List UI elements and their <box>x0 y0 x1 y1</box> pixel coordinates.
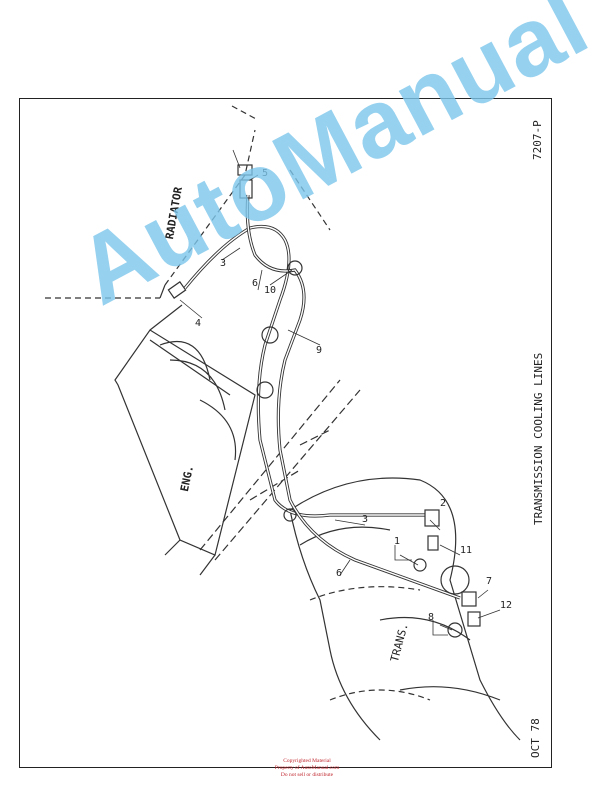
frame-rail-dashed <box>199 379 361 561</box>
clip-9 <box>261 326 279 344</box>
fitting-8 <box>447 622 463 638</box>
callout-6-lower: 6 <box>336 568 343 579</box>
callout-3-upper: 3 <box>220 258 227 269</box>
copyright-footer: Copyrighted Material Property of AutoMan… <box>262 758 352 779</box>
seal-ring <box>440 565 470 595</box>
engine-outline <box>114 304 256 576</box>
callout-3-lower: 3 <box>362 514 369 525</box>
transmission-housing <box>289 477 521 741</box>
fitting-5-nut <box>237 164 253 176</box>
clip-10 <box>287 260 303 276</box>
callout-7: 7 <box>486 576 493 587</box>
document-date: OCT 78 <box>529 718 542 758</box>
radiator-edge <box>159 284 166 299</box>
fitting-5 <box>239 179 253 199</box>
diagram-title: TRANSMISSION COOLING LINES <box>532 352 545 525</box>
hose-3 <box>183 224 425 518</box>
fitting-11 <box>427 535 439 551</box>
fitting-12 <box>467 611 481 627</box>
callout-4: 4 <box>195 318 202 329</box>
callout-2: 2 <box>440 498 447 509</box>
engine-detail <box>159 341 237 461</box>
fitting-2 <box>424 509 440 527</box>
callout-12: 12 <box>500 600 513 611</box>
footer-line-1: Copyrighted Material <box>283 758 331 764</box>
footer-line-3: Do not sell or distribute <box>280 772 334 778</box>
callout-5: 5 <box>262 168 269 179</box>
transmission-dashed <box>309 586 431 701</box>
callout-8: 8 <box>428 612 435 623</box>
page-border <box>19 98 552 768</box>
document-code: 7207-P <box>531 120 544 160</box>
callout-9: 9 <box>316 345 323 356</box>
fitting-7 <box>461 591 477 607</box>
callout-11: 11 <box>460 545 473 556</box>
fitting-1 <box>413 558 427 572</box>
fitting-4 <box>167 281 187 299</box>
callout-1: 1 <box>394 536 401 547</box>
leader-lines <box>179 149 501 631</box>
callout-6-upper: 6 <box>252 278 259 289</box>
footer-line-2: Property of AutoManual.com <box>274 765 340 771</box>
callout-10: 10 <box>264 285 277 296</box>
